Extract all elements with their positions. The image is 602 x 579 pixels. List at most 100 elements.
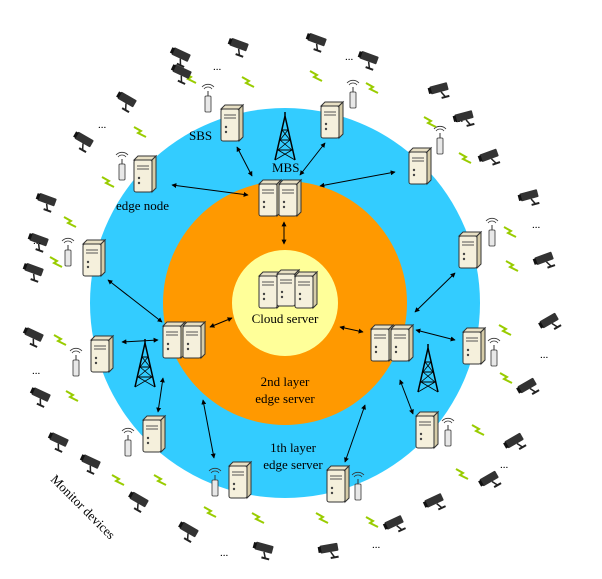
cloud-servers xyxy=(258,269,318,309)
surveillance-camera-icon xyxy=(501,431,528,456)
antenna-icon xyxy=(441,417,455,447)
lightning-signal-icon xyxy=(63,216,77,228)
surveillance-camera-icon xyxy=(514,376,541,401)
svg-text:...: ... xyxy=(98,119,107,131)
surveillance-camera-icon xyxy=(68,129,95,154)
server-icon xyxy=(182,321,206,359)
server-icon xyxy=(370,324,394,362)
surveillance-camera-icon xyxy=(536,311,563,336)
surveillance-camera-icon xyxy=(165,45,192,69)
antenna-icon xyxy=(115,151,129,181)
server-icon xyxy=(258,179,282,217)
surveillance-camera-icon xyxy=(111,89,138,114)
lightning-signal-icon xyxy=(203,506,217,518)
lightning-signal-icon xyxy=(471,424,485,436)
lightning-signal-icon xyxy=(365,82,379,94)
svg-text:...: ... xyxy=(540,349,549,361)
surveillance-camera-icon xyxy=(531,250,557,273)
svg-text:...: ... xyxy=(213,61,222,73)
server-icon xyxy=(415,411,439,449)
server-icon xyxy=(133,155,157,193)
lightning-signal-icon xyxy=(53,334,67,346)
surveillance-camera-icon xyxy=(166,62,193,86)
edge-node-label: edge node xyxy=(116,198,169,213)
cloud-server-label: Cloud server xyxy=(252,311,319,326)
lightning-signal-icon xyxy=(503,226,517,238)
server-icon xyxy=(294,271,318,309)
antenna-icon xyxy=(201,83,215,113)
server-icon xyxy=(220,104,244,142)
surveillance-camera-icon xyxy=(354,49,380,72)
surveillance-camera-icon xyxy=(316,541,341,561)
svg-text:...: ... xyxy=(345,51,354,63)
surveillance-camera-icon xyxy=(421,491,448,516)
surveillance-camera-icon xyxy=(19,261,45,284)
surveillance-camera-icon xyxy=(123,489,150,514)
first-layer-label-2: edge server xyxy=(263,457,323,472)
surveillance-camera-icon xyxy=(224,36,250,59)
sbs-label: SBS xyxy=(189,128,212,143)
surveillance-camera-icon xyxy=(75,452,102,476)
lightning-signal-icon xyxy=(133,126,147,138)
links xyxy=(107,142,456,463)
antenna-icon xyxy=(487,337,501,367)
surveillance-camera-icon xyxy=(32,191,58,214)
lightning-signal-icon xyxy=(455,468,469,480)
surveillance-camera-icon xyxy=(381,513,408,538)
server-icon xyxy=(320,101,344,139)
server-icon xyxy=(278,179,302,217)
surveillance-camera-icon xyxy=(173,519,200,544)
server-icon xyxy=(82,239,106,277)
antenna-icon xyxy=(346,79,360,109)
svg-text:...: ... xyxy=(500,459,509,471)
ellipsis-marks: ... ... ... ... ... ... ... ... ... ... … xyxy=(32,51,549,559)
svg-text:...: ... xyxy=(532,219,541,231)
lightning-signal-icon xyxy=(111,474,125,486)
antenna-icon xyxy=(433,125,447,155)
lightning-signal-icon xyxy=(101,176,115,188)
lightning-signal-icon xyxy=(251,512,265,524)
antenna-icon xyxy=(485,217,499,247)
server-icon xyxy=(90,335,114,373)
server-icon xyxy=(390,324,414,362)
server-icon xyxy=(162,321,186,359)
svg-text:...: ... xyxy=(372,539,381,551)
second-layer-label-2: edge server xyxy=(255,391,315,406)
server-icon xyxy=(408,147,432,185)
lightning-signal-icon xyxy=(49,256,63,268)
surveillance-camera-icon xyxy=(18,325,45,349)
lightning-signal-icon xyxy=(153,474,167,486)
antenna-icon xyxy=(121,427,135,457)
lightning-signal-icon xyxy=(315,512,329,524)
first-layer-label-1: 1th layer xyxy=(270,440,317,455)
lightning-signal-icon xyxy=(309,70,323,82)
surveillance-camera-icon xyxy=(516,188,542,209)
surveillance-camera-icon xyxy=(476,147,502,170)
svg-text:...: ... xyxy=(220,547,229,559)
lightning-signal-icon xyxy=(241,76,255,88)
svg-text:...: ... xyxy=(32,365,41,377)
server-icon xyxy=(458,231,482,269)
svg-text:...: ... xyxy=(455,113,464,125)
svg-text:...: ... xyxy=(33,235,42,247)
lightning-signal-icon xyxy=(423,116,437,128)
server-icon xyxy=(462,327,486,365)
lightning-signal-icon xyxy=(365,516,379,528)
server-icon xyxy=(142,415,166,453)
lightning-signal-icon xyxy=(505,260,519,272)
monitor-devices-label: Monitor devices xyxy=(48,472,119,543)
surveillance-camera-icon xyxy=(249,540,275,561)
surveillance-camera-icon xyxy=(476,469,503,494)
lightning-signal-icon xyxy=(499,372,513,384)
mbs-label: MBS xyxy=(272,160,299,175)
surveillance-camera-icon xyxy=(302,31,328,54)
lightning-signal-icon xyxy=(65,390,79,402)
second-layer-label-1: 2nd layer xyxy=(261,374,310,389)
lightning-signal-icon xyxy=(498,324,512,336)
server-icon xyxy=(326,465,350,503)
server-icon xyxy=(228,461,252,499)
surveillance-camera-icon xyxy=(426,81,452,102)
surveillance-camera-icon xyxy=(25,385,52,409)
antenna-icon xyxy=(61,237,75,267)
